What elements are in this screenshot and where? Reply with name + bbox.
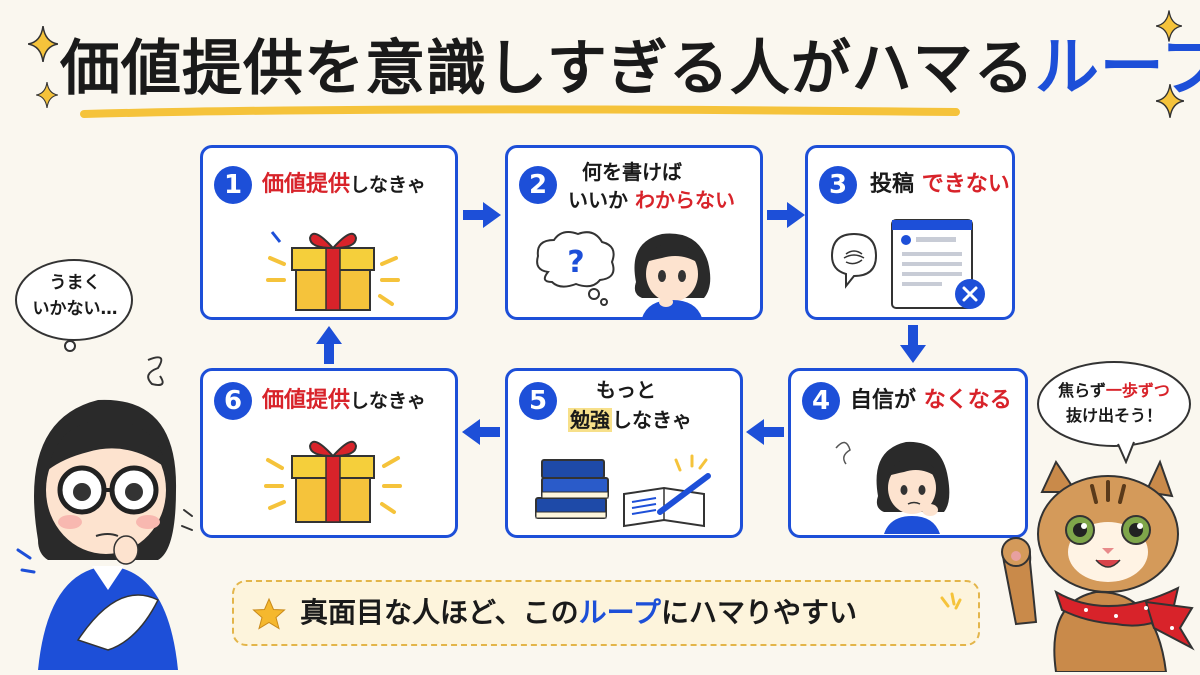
step-5-text-highlight: 勉強 [568, 408, 612, 432]
document-x-icon [830, 219, 985, 309]
step-text-1: 価値提供しなきゃ [262, 171, 426, 199]
title-accent: ループ [1034, 31, 1200, 105]
speech-bubble-left [15, 259, 133, 352]
thinking-person-icon [634, 233, 711, 318]
step-number-5: 5 [519, 382, 557, 420]
step-5-text-rest: しなきゃ [612, 408, 692, 432]
banner-text: 真面目な人ほど、このループにハマりやすい [300, 592, 857, 634]
sparkle-icon [28, 26, 58, 62]
page-title: 価値提供を意識しすぎる人がハマるループ [60, 28, 1200, 108]
bubble-left-line2: いかない… [32, 299, 118, 319]
step-text-2-line2: いいか わからない [568, 186, 735, 214]
arrow-left-icon [462, 419, 500, 445]
step-4-text-plain: 自信が [850, 388, 917, 413]
books-icon [535, 454, 711, 528]
step-2-text-red: わからない [634, 188, 735, 212]
arrow-down-icon [900, 325, 926, 363]
step-6-text-rest: しなきゃ [350, 390, 427, 412]
star-icon [252, 597, 286, 630]
worried-face-icon [835, 441, 950, 534]
step-number-4: 4 [802, 382, 840, 420]
question-bubble-icon: ? [536, 231, 615, 306]
sparkle-lines-icon [940, 592, 962, 610]
glasses-girl-icon [16, 356, 193, 670]
banner-part2: にハマりやすい [660, 596, 857, 629]
cat-icon [1001, 459, 1195, 672]
step-text-5-line2: 勉強しなきゃ [568, 406, 692, 434]
step-2-text-plain: いいか [568, 188, 628, 212]
bubble-right-line1-red: 一歩ずつ [1105, 381, 1170, 400]
banner-accent: ループ [578, 596, 661, 629]
bubble-right-line2: 抜け出そう！ [1065, 406, 1162, 425]
title-main: 価値提供を意識しすぎる人がハマる [60, 34, 1035, 104]
svg-text:?: ? [567, 245, 584, 280]
step-text-4: 自信が なくなる [850, 387, 1012, 415]
sparkle-icon [1156, 84, 1184, 118]
arrow-right-icon [767, 202, 805, 228]
step-3-text-plain: 投稿 [870, 172, 915, 197]
bubble-right-line1-plain: 焦らず [1058, 381, 1106, 400]
title-underline [80, 105, 960, 118]
step-1-text-red: 価値提供 [262, 172, 351, 197]
gift-icon [266, 231, 400, 311]
step-number-3: 3 [819, 166, 857, 204]
step-3-text-red: できない [921, 172, 1010, 197]
bubble-left-text: うまく いかない… [30, 270, 120, 322]
sparkle-icon [36, 82, 58, 108]
step-6-text-red: 価値提供 [262, 388, 351, 413]
step-number-1: 1 [214, 166, 252, 204]
bubble-right-line1: 焦らず一歩ずつ [1052, 378, 1176, 403]
arrow-left-icon [746, 419, 784, 445]
step-number-6: 6 [214, 382, 252, 420]
arrow-up-icon [316, 326, 342, 364]
bubble-left-line1: うまく [49, 273, 101, 293]
gift-icon [264, 440, 402, 523]
step-1-text-rest: しなきゃ [350, 174, 427, 196]
step-text-3: 投稿 できない [870, 171, 1010, 199]
step-text-5-line1: もっと [596, 378, 656, 402]
step-4-text-red: なくなる [923, 388, 1012, 413]
step-text-2-line1: 何を書けば [582, 160, 682, 184]
speech-bubble-right [1037, 361, 1191, 464]
bubble-right-text: 焦らず一歩ずつ 抜け出そう！ [1052, 378, 1176, 428]
banner-part1: 真面目な人ほど、この [300, 596, 579, 629]
step-number-2: 2 [519, 166, 557, 204]
step-text-6: 価値提供しなきゃ [262, 387, 426, 415]
sparkle-icon [1156, 10, 1182, 42]
bottom-banner [232, 580, 980, 646]
arrow-right-icon [463, 202, 501, 228]
